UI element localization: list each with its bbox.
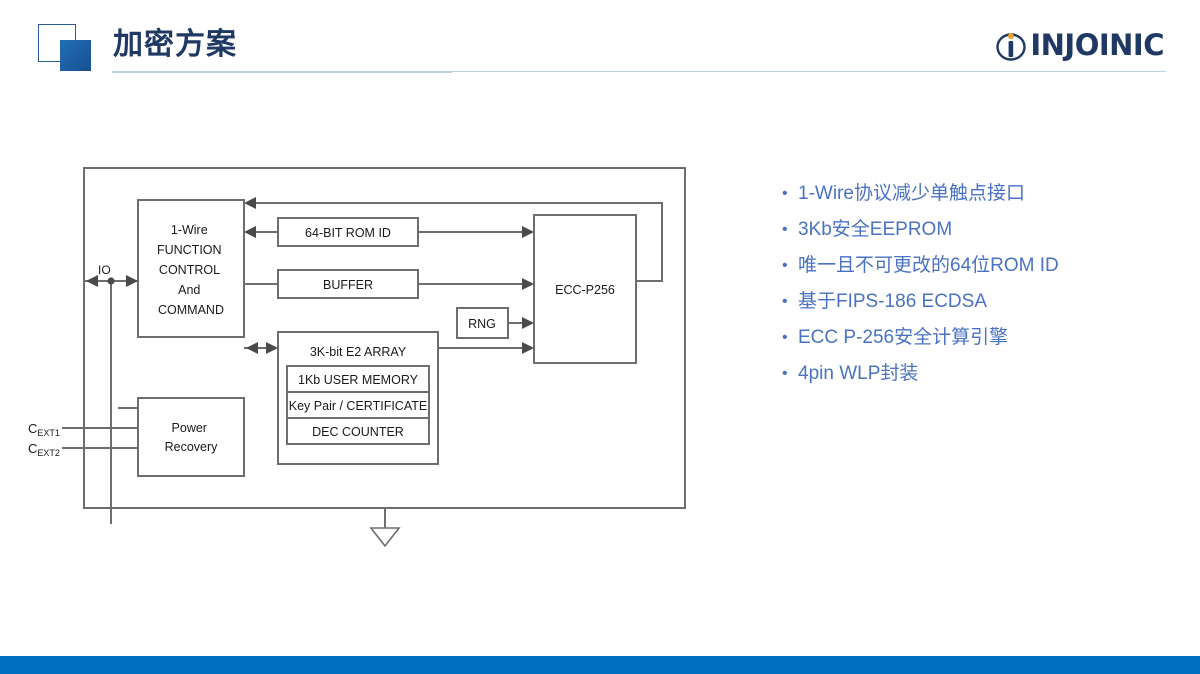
list-item: • 基于FIPS-186 ECDSA [782,284,1182,320]
pin-label-cext1: CEXT1 [28,421,60,438]
controller-line-5: COMMAND [158,303,224,317]
bullet-icon: • [782,257,788,274]
decor-square-filled-icon [60,40,91,71]
block-diagram-svg: IO CEXT1 CEXT2 1-Wire FUNCTION CONTROL A… [28,167,686,548]
controller-line-2: FUNCTION [157,243,222,257]
ecc-feedback-arrow [244,197,256,209]
ecc-feedback-line [250,202,663,282]
arrowheads [86,197,534,354]
e2-arrow-right [266,342,278,354]
list-item: • 3Kb安全EEPROM [782,212,1182,248]
pin-label-cext2: CEXT2 [28,441,60,458]
slide-header: 加密方案 INJOINIC [0,0,1200,80]
io-junction-dot [107,277,115,285]
feature-text: 基于FIPS-186 ECDSA [798,291,987,312]
cext1-sub: EXT1 [37,428,60,438]
cext2-base: C [28,441,37,456]
footer-bar [0,656,1200,674]
feature-text: 1-Wire协议减少单触点接口 [798,183,1025,204]
power-recovery-block-outline [137,397,245,477]
list-item: • 4pin WLP封装 [782,356,1182,392]
feature-text: 4pin WLP封装 [798,363,919,384]
e2-array-label: 3K-bit E2 ARRAY [310,345,407,359]
ecc-block-label: ECC-P256 [555,283,615,297]
e2-row-user-memory-label: 1Kb USER MEMORY [298,373,419,387]
ground-triangle-icon [369,527,401,548]
e2-row-key-pair-label: Key Pair / CERTIFICATE [289,399,427,413]
controller-line-4: And [178,283,200,297]
header-rule-left [112,71,452,73]
power-line-1: Power [172,421,207,435]
rom-id-arrow [244,226,256,238]
cext1-base: C [28,421,37,436]
controller-line-1: 1-Wire [171,223,208,237]
buffer-block-label: BUFFER [323,278,373,292]
cext2-sub: EXT2 [37,448,60,458]
brand-logo: INJOINIC [994,28,1164,62]
feature-text: ECC P-256安全计算引擎 [798,327,1009,348]
buffer-ecc-arrow [522,278,534,290]
bullet-icon: • [782,329,788,346]
feature-text: 唯一且不可更改的64位ROM ID [798,255,1059,276]
e2-ecc-arrow [522,342,534,354]
io-arrow-left [86,275,98,287]
io-arrow-right [126,275,138,287]
e2-array-block-outline [277,331,439,465]
bullet-icon: • [782,365,788,382]
bullet-icon: • [782,221,788,238]
controller-block-outline [137,199,245,338]
e2-row-dec-counter-label: DEC COUNTER [312,425,404,439]
e2-row-dec-counter-outline [286,417,430,445]
block-diagram: IO CEXT1 CEXT2 1-Wire FUNCTION CONTROL A… [0,150,740,570]
page-title: 加密方案 [113,27,237,62]
injoinic-j-mark-icon [996,33,1027,61]
brand-wordmark: INJOINIC [1030,28,1164,62]
e2-arrow-left [246,342,258,354]
chip-outline [83,167,686,509]
rng-block-label: RNG [468,317,496,331]
header-rule-right [452,71,1166,72]
bullet-icon: • [782,293,788,310]
rom-id-ecc-arrow [522,226,534,238]
power-recovery-label: Power Recovery [165,421,219,454]
feature-text: 3Kb安全EEPROM [798,219,953,240]
rom-id-block-label: 64-BIT ROM ID [305,226,391,240]
pin-label-io: IO [98,263,111,277]
controller-block-label: 1-Wire FUNCTION CONTROL And COMMAND [157,223,225,317]
list-item: • 1-Wire协议减少单触点接口 [782,176,1182,212]
rng-ecc-arrow [522,317,534,329]
bullet-icon: • [782,185,788,202]
controller-line-3: CONTROL [159,263,220,277]
power-line-2: Recovery [165,440,219,454]
feature-list: • 1-Wire协议减少单触点接口 • 3Kb安全EEPROM • 唯一且不可更… [782,176,1182,392]
list-item: • 唯一且不可更改的64位ROM ID [782,248,1182,284]
list-item: • ECC P-256安全计算引擎 [782,320,1182,356]
ecc-block-outline [533,214,637,364]
